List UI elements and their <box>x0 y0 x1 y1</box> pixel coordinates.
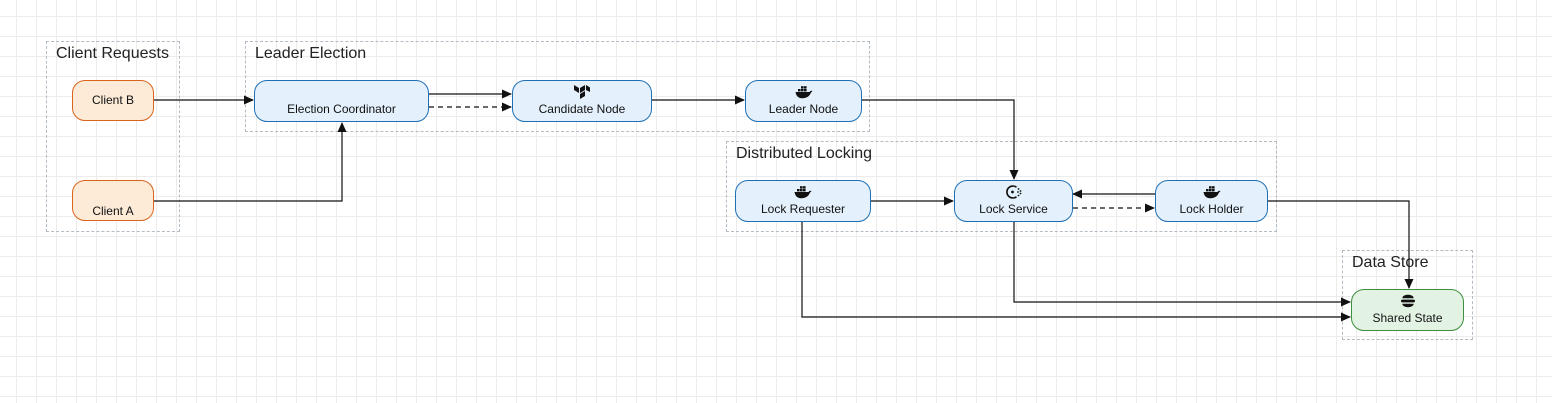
group-title-distributed-locking: Distributed Locking <box>736 145 873 162</box>
node-label-client-b: Client B <box>91 93 135 107</box>
terraform-icon <box>574 85 590 99</box>
docker-icon <box>794 186 812 199</box>
edge-lock-service-to-shared-state <box>1013 222 1351 307</box>
node-label-lock-service: Lock Service <box>979 202 1048 216</box>
node-lock-service[interactable]: Lock Service <box>954 180 1073 222</box>
docker-icon <box>795 86 812 99</box>
edge-lock-holder-to-shared-state <box>1268 200 1414 289</box>
node-lock-holder[interactable]: Lock Holder <box>1155 180 1268 222</box>
node-election-coordinator[interactable]: Election Coordinator <box>254 80 429 122</box>
group-title-leader-election: Leader Election <box>255 45 367 62</box>
edge-leader-node-to-lock-service <box>862 99 1019 180</box>
group-client-requests: Client Requests <box>46 41 180 232</box>
node-label-lock-holder: Lock Holder <box>1179 202 1244 216</box>
node-label-client-a: Client A <box>92 204 134 218</box>
node-label-leader-node: Leader Node <box>768 102 839 116</box>
docker-icon <box>1203 186 1220 199</box>
node-candidate-node[interactable]: Candidate Node <box>512 80 652 122</box>
consul-icon <box>1005 185 1021 199</box>
node-shared-state[interactable]: Shared State <box>1351 289 1464 331</box>
node-client-b[interactable]: Client B <box>72 80 154 121</box>
node-label-candidate-node: Candidate Node <box>538 102 626 116</box>
node-lock-requester[interactable]: Lock Requester <box>735 180 871 222</box>
node-client-a[interactable]: Client A <box>72 180 154 221</box>
group-distributed-locking: Distributed Locking <box>726 141 1277 232</box>
edge-client-a-to-election-coordinator <box>154 122 347 202</box>
group-title-client-requests: Client Requests <box>56 45 169 62</box>
group-leader-election: Leader Election <box>245 41 870 132</box>
edge-lock-requester-to-shared-state <box>801 222 1351 322</box>
node-label-shared-state: Shared State <box>1372 311 1443 325</box>
node-label-lock-requester: Lock Requester <box>760 202 846 216</box>
elastic-icon <box>1400 294 1415 308</box>
node-leader-node[interactable]: Leader Node <box>745 80 862 122</box>
node-label-election-coordinator: Election Coordinator <box>287 102 396 116</box>
